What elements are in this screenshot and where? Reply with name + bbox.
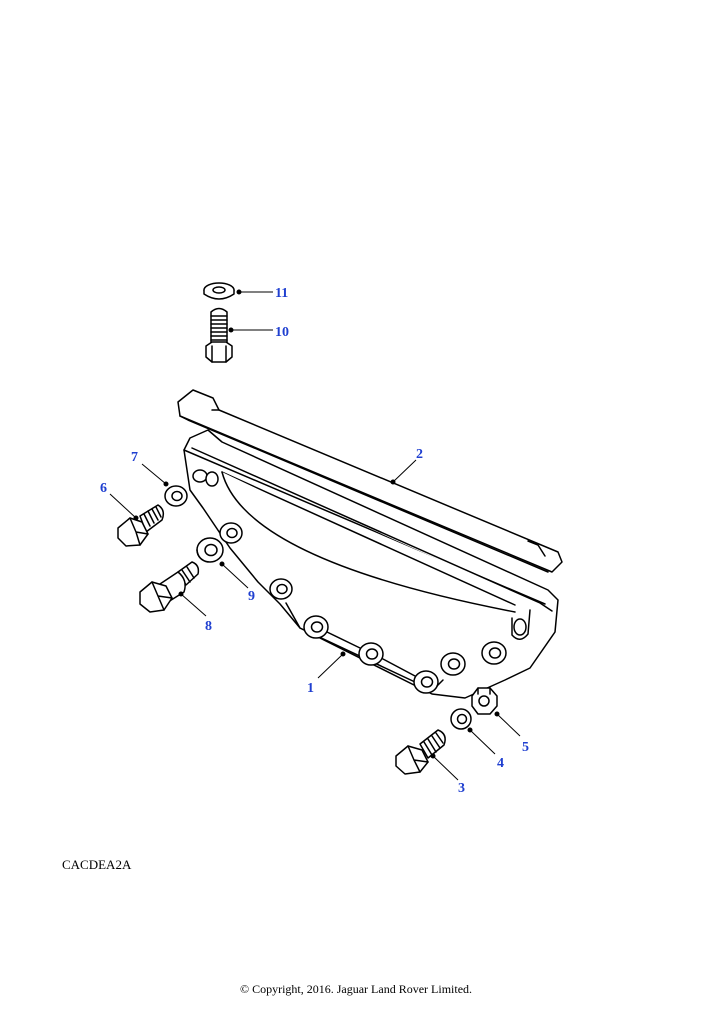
bolt-part-8	[139, 561, 200, 613]
callout-3: 3	[458, 781, 465, 796]
callout-11: 11	[275, 286, 288, 301]
gasket-strip	[177, 389, 563, 573]
diagram-reference-code: CACDEA2A	[62, 857, 132, 872]
leader-lines	[109, 289, 521, 781]
callout-7: 7	[131, 450, 138, 465]
stud-part-10	[205, 307, 233, 363]
callout-5: 5	[522, 740, 529, 755]
copyright-notice: © Copyright, 2016. Jaguar Land Rover Lim…	[239, 982, 473, 996]
callout-4: 4	[497, 756, 504, 771]
callout-8: 8	[205, 619, 212, 634]
callout-6: 6	[100, 481, 107, 496]
washer-part-9	[196, 537, 224, 563]
cover-plate	[183, 429, 559, 699]
bolt-part-6	[117, 504, 165, 547]
callout-1: 1	[307, 681, 314, 696]
callout-10: 10	[275, 325, 289, 340]
bolt-part-3	[395, 729, 446, 775]
nut-part-5	[471, 687, 498, 715]
washer-part-11	[203, 282, 235, 300]
callout-9: 9	[248, 589, 255, 604]
washer-part-4	[450, 708, 472, 730]
washer-part-7	[164, 485, 188, 507]
callout-2: 2	[416, 447, 423, 462]
